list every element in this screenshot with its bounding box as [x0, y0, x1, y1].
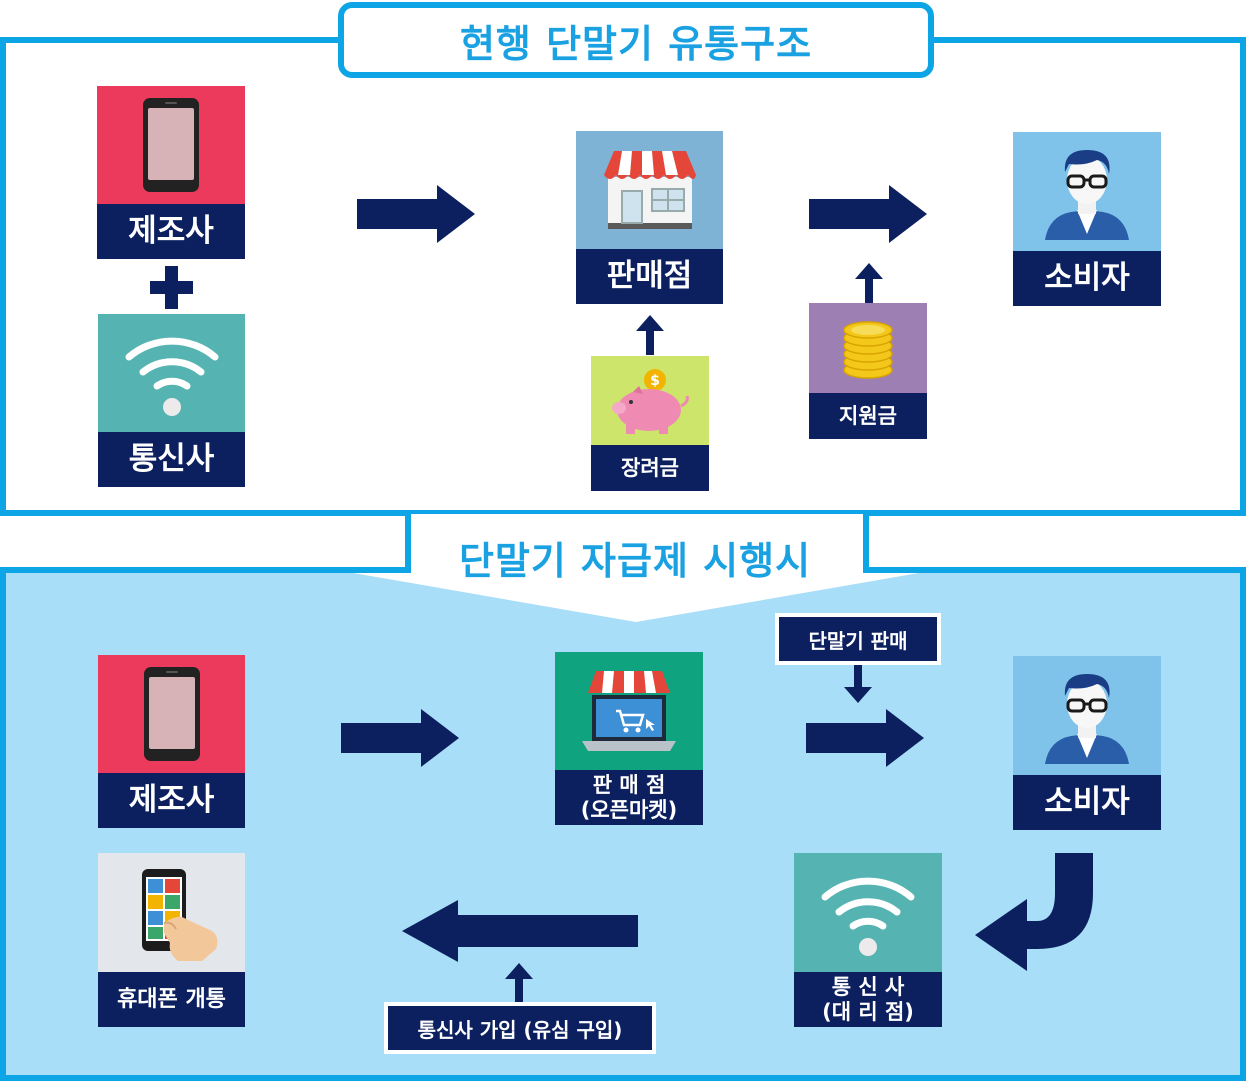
- arrow-up: [505, 963, 533, 1003]
- top-section-title: 현행 단말기 유통구조: [338, 2, 934, 78]
- activation-card: 휴대폰 개통: [98, 853, 245, 1027]
- consumer-label: 소비자: [1044, 259, 1130, 296]
- curved-arrow: [975, 853, 1093, 971]
- store-card: 판매점: [576, 131, 723, 304]
- open-market-label-line1: 판 매 점: [592, 773, 666, 798]
- svg-text:$: $: [650, 373, 660, 389]
- subsidy-label: 지원금: [839, 403, 897, 428]
- arrow-right: [806, 709, 924, 767]
- store-label: 판매점: [606, 257, 693, 294]
- online-store-icon: [582, 671, 676, 751]
- subscribe-tag: 통신사 가입 (유심 구입): [384, 1002, 656, 1054]
- person-icon: [1043, 148, 1131, 240]
- smartphone-icon: [143, 667, 200, 761]
- incentive-label: 장려금: [621, 455, 679, 480]
- arrow-left: [402, 900, 638, 962]
- open-market-card: 판 매 점 (오픈마켓): [555, 652, 703, 825]
- piggy-bank-icon: $: [612, 368, 689, 434]
- open-market-label-line2: (오픈마켓): [580, 797, 678, 822]
- incentive-card: $ 장려금: [591, 356, 709, 491]
- consumer-card: 소비자: [1013, 132, 1161, 306]
- manufacturer-card: 제조사: [98, 655, 245, 828]
- storefront-icon: [603, 151, 696, 229]
- arrow-up: [636, 315, 664, 355]
- arrow-right: [341, 709, 459, 767]
- consumer-card: 소비자: [1013, 656, 1161, 830]
- bottom-section-title: 단말기 자급제 시행시: [412, 526, 858, 588]
- device-sales-tag: 단말기 판매: [775, 613, 941, 665]
- arrow-down: [844, 665, 872, 703]
- carrier-label-line2: (대 리 점): [822, 999, 914, 1024]
- subsidy-card: 지원금: [809, 303, 927, 439]
- wifi-icon: [121, 327, 223, 419]
- arrow-right: [809, 185, 927, 243]
- consumer-label: 소비자: [1044, 783, 1130, 820]
- top-title-text: 현행 단말기 유통구조: [459, 21, 813, 66]
- arrow-up: [855, 263, 883, 303]
- manufacturer-label: 제조사: [128, 212, 214, 249]
- activation-label: 휴대폰 개통: [117, 986, 226, 1012]
- arrow-right: [357, 185, 475, 243]
- carrier-card: 통 신 사 (대 리 점): [794, 853, 942, 1027]
- person-icon: [1043, 672, 1131, 764]
- coin-stack-icon: [843, 321, 893, 379]
- smartphone-icon: [143, 98, 199, 192]
- plus-icon: [150, 266, 193, 309]
- carrier-card: 통신사: [98, 314, 245, 487]
- bottom-title-text: 단말기 자급제 시행시: [458, 538, 812, 583]
- carrier-label: 통신사: [128, 440, 215, 477]
- manufacturer-label: 제조사: [128, 781, 215, 818]
- subscribe-tag-text: 통신사 가입 (유심 구입): [417, 1017, 623, 1042]
- carrier-label-line1: 통 신 사: [831, 975, 905, 1000]
- manufacturer-card: 제조사: [97, 86, 245, 259]
- phone-in-hand-icon: [141, 868, 217, 961]
- wifi-icon: [817, 867, 919, 959]
- bottom-title-tab: [336, 514, 936, 622]
- device-sales-tag-text: 단말기 판매: [808, 628, 908, 653]
